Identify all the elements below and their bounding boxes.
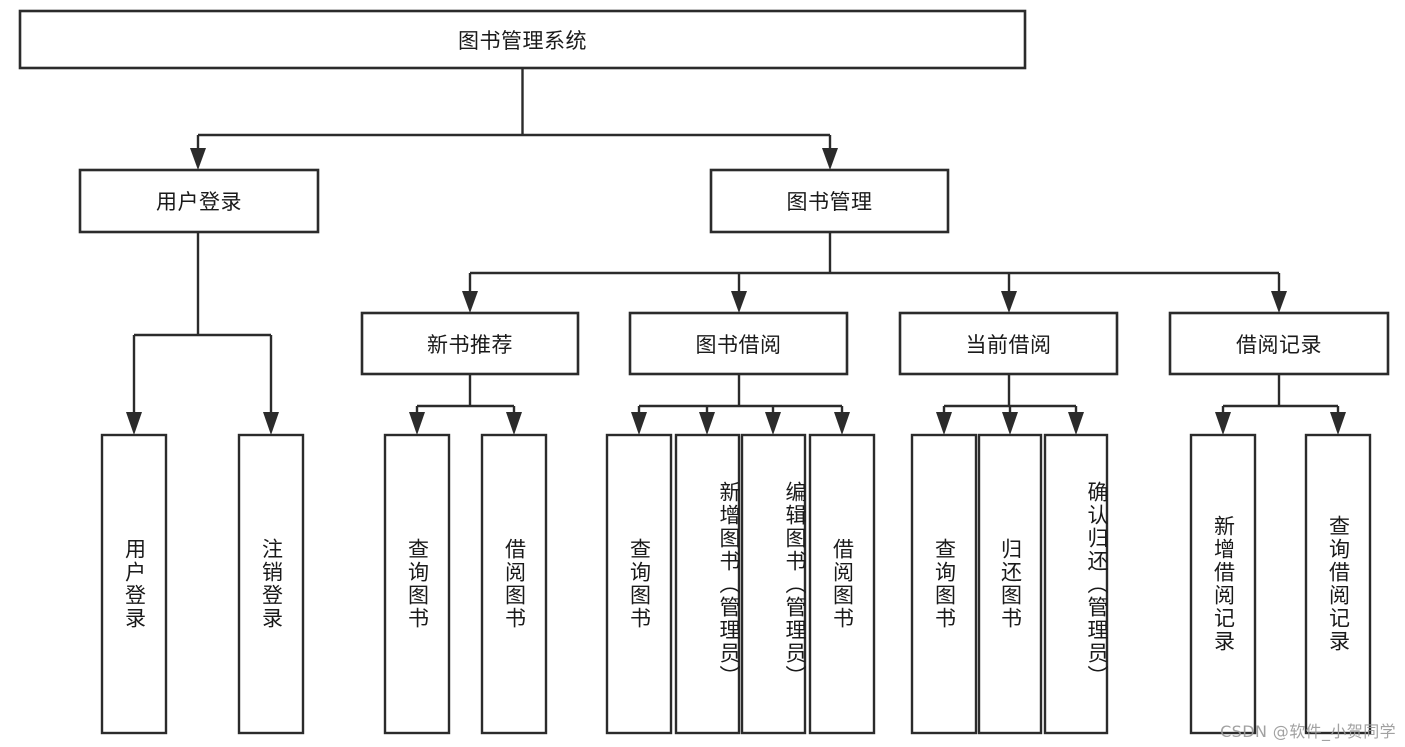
- node-box-leaf-user-login[interactable]: [100, 433, 168, 735]
- arrow-head-br-leaf-1: [1215, 412, 1231, 435]
- arrow-head-cb-leaf-2: [1002, 412, 1018, 435]
- node-box-user-login[interactable]: [78, 168, 320, 234]
- arrow-head-borrow-record: [1271, 291, 1287, 313]
- node-box-leaf-query-book-1[interactable]: [383, 433, 451, 735]
- node-box-root[interactable]: [18, 9, 1027, 70]
- node-box-leaf-logout[interactable]: [237, 433, 305, 735]
- arrow-head-current-borrow: [1001, 291, 1017, 313]
- arrow-head-leaf-user-login: [126, 412, 142, 435]
- node-box-borrow-record[interactable]: [1168, 311, 1390, 376]
- arrow-head-nb-leaf-1: [409, 412, 425, 435]
- node-box-leaf-add-record[interactable]: [1189, 433, 1257, 735]
- arrow-head-bb-leaf-3: [765, 412, 781, 435]
- node-box-new-book-recommend[interactable]: [360, 311, 580, 376]
- node-box-leaf-borrow-book-2[interactable]: [808, 433, 876, 735]
- node-box-leaf-edit-book[interactable]: [740, 433, 807, 735]
- arrow-head-nb-leaf-2: [506, 412, 522, 435]
- arrow-head-book-borrow: [731, 291, 747, 313]
- node-box-leaf-borrow-book-1[interactable]: [480, 433, 548, 735]
- arrow-head-new-book-recommend: [462, 291, 478, 313]
- arrow-head-cb-leaf-1: [936, 412, 952, 435]
- arrow-head-bb-leaf-1: [631, 412, 647, 435]
- arrow-head-user-login: [190, 148, 206, 170]
- node-box-leaf-add-book[interactable]: [674, 433, 741, 735]
- arrow-head-leaf-logout: [263, 412, 279, 435]
- node-box-book-management[interactable]: [709, 168, 950, 234]
- node-box-leaf-confirm-return[interactable]: [1043, 433, 1109, 735]
- connectors-group: [126, 68, 1346, 435]
- arrow-head-bb-leaf-4: [834, 412, 850, 435]
- node-box-current-borrow[interactable]: [898, 311, 1119, 376]
- arrow-head-bb-leaf-2: [699, 412, 715, 435]
- arrow-head-book-management: [822, 148, 838, 170]
- nodes-group: [18, 9, 1390, 735]
- node-box-leaf-return-book[interactable]: [977, 433, 1043, 735]
- arrow-head-cb-leaf-3: [1068, 412, 1084, 435]
- node-box-book-borrow[interactable]: [628, 311, 849, 376]
- node-box-leaf-query-book-2[interactable]: [605, 433, 673, 735]
- node-box-leaf-query-record[interactable]: [1304, 433, 1372, 735]
- node-box-leaf-query-book-3[interactable]: [910, 433, 978, 735]
- arrow-head-br-leaf-2: [1330, 412, 1346, 435]
